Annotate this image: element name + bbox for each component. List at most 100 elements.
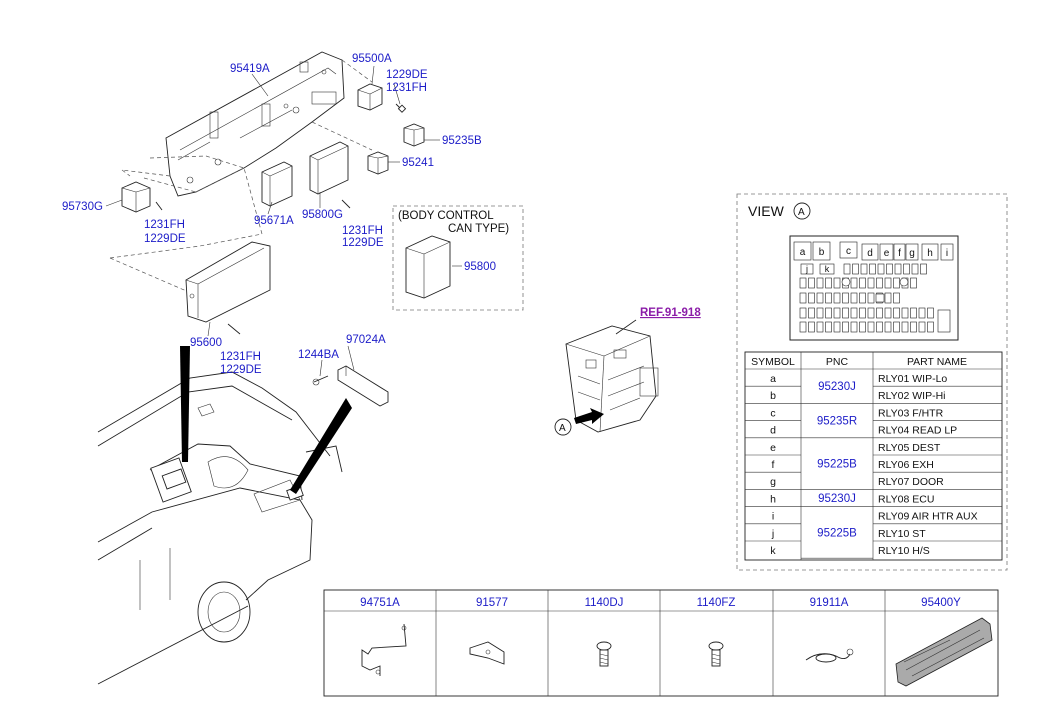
relay-slot-label-b: b: [819, 247, 825, 258]
callout-95600[interactable]: 95600: [190, 337, 222, 349]
part-header-91577[interactable]: 91577: [476, 597, 508, 609]
fuse-slot: [816, 307, 824, 319]
table-cell-symbol: b: [770, 390, 776, 402]
table-cell-pnc[interactable]: 95235R: [817, 416, 857, 428]
fuse-slot: [816, 321, 824, 333]
part-header-91911A[interactable]: 91911A: [810, 597, 849, 609]
table-cell-pnc[interactable]: 95230J: [818, 493, 856, 505]
relay-slot-label-d: d: [867, 248, 873, 259]
part-header-1140FZ[interactable]: 1140FZ: [697, 597, 736, 609]
callout-95241[interactable]: 95241: [402, 157, 434, 169]
fuse-slot: [833, 321, 841, 333]
fuse-slot: [884, 292, 892, 304]
table-cell-symbol: g: [770, 476, 776, 488]
fuse-slot: [876, 321, 883, 333]
ref-91-918-link[interactable]: REF.91-918: [640, 307, 701, 319]
module-95671A-drawing: [261, 161, 293, 207]
bolt-1140DJ-drawing: [596, 641, 612, 667]
relay-slot-c: [839, 241, 858, 259]
fuse-slot: [894, 263, 902, 275]
relay-slot-g: [905, 243, 919, 261]
callout-95730G[interactable]: 95730G: [62, 201, 103, 213]
table-cell-pnc[interactable]: 95225B: [817, 527, 857, 539]
body-control-label-2: CAN TYPE): [448, 223, 509, 235]
fuse-slot: [843, 263, 851, 275]
callout-1231FH-d[interactable]: 1231FH: [220, 351, 261, 363]
fuse-slot: [867, 292, 875, 304]
fuse-slot: [859, 321, 866, 333]
grid-square: [875, 293, 885, 303]
callout-1229DE-c[interactable]: 1229DE: [342, 237, 384, 249]
fuse-slot: [833, 277, 841, 289]
callout-1229DE-a[interactable]: 1229DE: [386, 69, 428, 81]
table-cell-pnc[interactable]: 95230J: [818, 381, 856, 393]
relay-slot-label-j: j: [805, 264, 808, 274]
fuse-slot: [876, 277, 883, 289]
relay-slot-label-g: g: [909, 248, 915, 259]
relay-95241-drawing: [367, 151, 389, 175]
table-cell-part-name: RLY10 H/S: [878, 545, 930, 557]
part-header-94751A[interactable]: 94751A: [360, 597, 400, 609]
unit-95600-drawing: [185, 241, 271, 335]
callout-95800G[interactable]: 95800G: [302, 209, 343, 221]
callout-95500A[interactable]: 95500A: [352, 53, 392, 65]
table-cell-part-name: RLY08 ECU: [878, 493, 934, 505]
fuse-slot: [918, 321, 926, 333]
fuse-slot: [825, 277, 832, 289]
grid-block: [937, 309, 951, 333]
fuse-slot: [910, 307, 917, 319]
table-cell-part-name: RLY03 F/HTR: [878, 407, 944, 419]
callout-1229DE-d[interactable]: 1229DE: [220, 364, 262, 376]
table-cell-symbol: c: [770, 407, 775, 419]
callout-95419A[interactable]: 95419A: [230, 63, 270, 75]
callout-95671A[interactable]: 95671A: [254, 215, 294, 227]
callout-1229DE-b[interactable]: 1229DE: [144, 233, 186, 245]
relay-slot-a: [793, 241, 812, 261]
grid-circle: [841, 277, 851, 287]
relay-slot-label-c: c: [846, 246, 851, 257]
relay-slot-label-f: f: [898, 248, 901, 259]
fuse-slot: [927, 307, 934, 319]
junction-block-drawing: [554, 202, 811, 436]
fuse-slot: [910, 277, 917, 289]
fuse-slot: [910, 321, 917, 333]
fuse-slot: [799, 321, 807, 333]
callout-95800[interactable]: 95800: [464, 261, 496, 273]
relay-slot-d: [861, 243, 879, 261]
table-cell-symbol: k: [770, 545, 776, 557]
fuse-slot: [876, 307, 883, 319]
callout-1231FH-a[interactable]: 1231FH: [386, 82, 427, 94]
fuse-slot: [893, 277, 900, 289]
relay-slot-label-k: k: [825, 264, 830, 274]
table-cell-symbol: j: [771, 528, 774, 540]
table-cell-symbol: d: [770, 425, 776, 437]
fuse-slot: [842, 292, 849, 304]
relay-slot-h: [921, 243, 939, 261]
callout-1231FH-b[interactable]: 1231FH: [144, 219, 185, 231]
fuse-slot: [825, 307, 832, 319]
bracket-91577-drawing: [469, 641, 505, 665]
table-cell-part-name: RLY02 WIP-Hi: [878, 390, 946, 402]
table-header-symbol: SYMBOL: [751, 356, 795, 368]
part-header-95400Y[interactable]: 95400Y: [921, 597, 961, 609]
table-cell-pnc[interactable]: 95225B: [817, 459, 857, 471]
fuse-slot: [893, 292, 900, 304]
panel-95419A-drawing: [165, 51, 345, 197]
relay-95730G-drawing: [121, 181, 163, 213]
fuse-slot: [850, 307, 858, 319]
callout-1244BA[interactable]: 1244BA: [298, 349, 339, 361]
callout-95235B[interactable]: 95235B: [442, 135, 482, 147]
relay-slot-f: [893, 243, 906, 261]
table-cell-symbol: h: [770, 493, 776, 505]
part-header-1140DJ[interactable]: 1140DJ: [585, 597, 624, 609]
fuse-slot: [884, 321, 892, 333]
callout-1231FH-c[interactable]: 1231FH: [342, 225, 383, 237]
callout-97024A[interactable]: 97024A: [346, 334, 386, 346]
table-cell-part-name: RLY10 ST: [878, 528, 926, 540]
fuse-slot: [860, 263, 868, 275]
bolt-1140FZ-drawing: [708, 641, 724, 667]
body-control-box: [392, 205, 524, 311]
